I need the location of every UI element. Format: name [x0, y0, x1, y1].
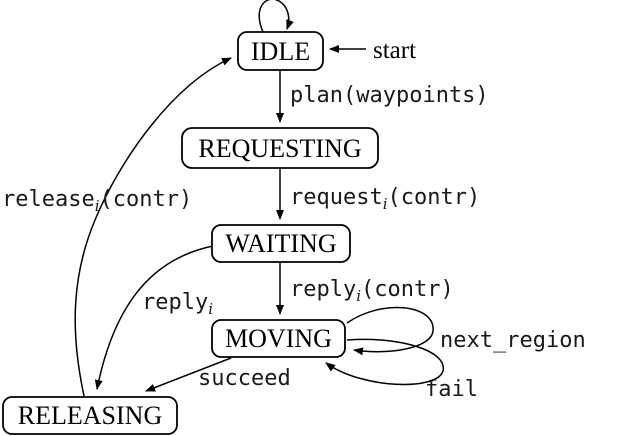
state-idle-label: IDLE [251, 37, 310, 66]
edge-label-next-region: next_region [440, 328, 586, 353]
arrow-releasing-to-idle-release [74, 57, 232, 397]
state-waiting: WAITING [211, 224, 351, 263]
state-moving: MOVING [211, 319, 346, 358]
moving-self-loop-next-region-arrow [346, 306, 434, 356]
arrow-waiting-to-releasing-reply [94, 245, 214, 390]
state-releasing: RELEASING [2, 396, 178, 435]
edge-label-release: releasei(contr) [2, 187, 192, 215]
edge-label-succeed: succeed [198, 366, 291, 391]
edge-label-plan: plan(waypoints) [290, 83, 489, 108]
edge-label-reply: replyi [142, 290, 213, 318]
edge-label-plan-text: plan(waypoints) [290, 83, 489, 108]
state-requesting-label: REQUESTING [198, 134, 361, 163]
edge-label-fail: fail [425, 377, 478, 402]
state-requesting: REQUESTING [181, 127, 379, 169]
state-releasing-label: RELEASING [18, 401, 162, 430]
moving-self-loop-fail-arrow [325, 338, 444, 386]
state-moving-label: MOVING [225, 324, 332, 353]
arrow-moving-to-releasing-succeed [145, 357, 232, 392]
idle-self-loop-arrow [258, 0, 294, 33]
state-waiting-label: WAITING [225, 229, 336, 258]
edge-label-request: requesti(contr) [290, 185, 480, 213]
edge-label-reply-contr: replyi(contr) [290, 277, 454, 305]
start-label: start [373, 37, 416, 64]
state-idle: IDLE [237, 31, 324, 71]
